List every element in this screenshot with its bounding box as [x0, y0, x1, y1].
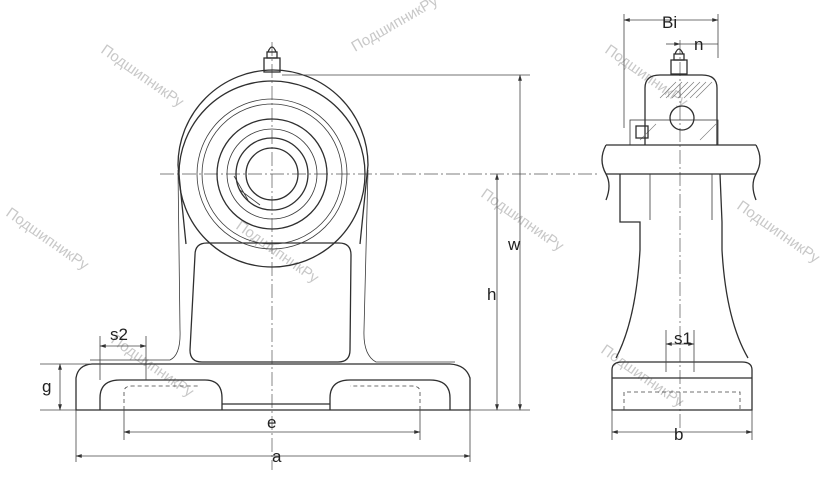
dim-w-label: w — [507, 235, 521, 254]
dim-h-label: h — [487, 285, 496, 304]
side-view — [601, 40, 761, 430]
dim-e-label: e — [267, 413, 276, 432]
dim-a-label: a — [272, 447, 282, 466]
dim-b-label: b — [674, 425, 683, 444]
watermark-4: ПодшипникРу — [233, 217, 322, 287]
dim-g-label: g — [42, 377, 51, 396]
watermark-1: ПодшипникРу — [98, 41, 187, 111]
front-view — [75, 42, 600, 470]
dim-bi-label: Bi — [662, 13, 677, 32]
watermark-9: ПодшипникРу — [598, 341, 687, 411]
grease-nipple — [263, 46, 281, 73]
side-dimensions: Bi n s1 b — [611, 13, 753, 444]
watermark-5: ПодшипникРу — [478, 185, 567, 255]
dim-n-label: n — [694, 35, 703, 54]
watermark-3: ПодшипникРу — [3, 204, 92, 274]
dim-s2-label: s2 — [110, 325, 128, 344]
watermarks: ПодшипникРу ПодшипникРу ПодшипникРу Подш… — [3, 0, 822, 411]
front-dimensions: w h g s2 e a — [40, 74, 530, 466]
dim-s1-label: s1 — [674, 329, 692, 348]
watermark-6: ПодшипникРу — [602, 41, 691, 111]
watermark-7: ПодшипникРу — [734, 197, 822, 267]
watermark-2: ПодшипникРу — [349, 0, 442, 55]
